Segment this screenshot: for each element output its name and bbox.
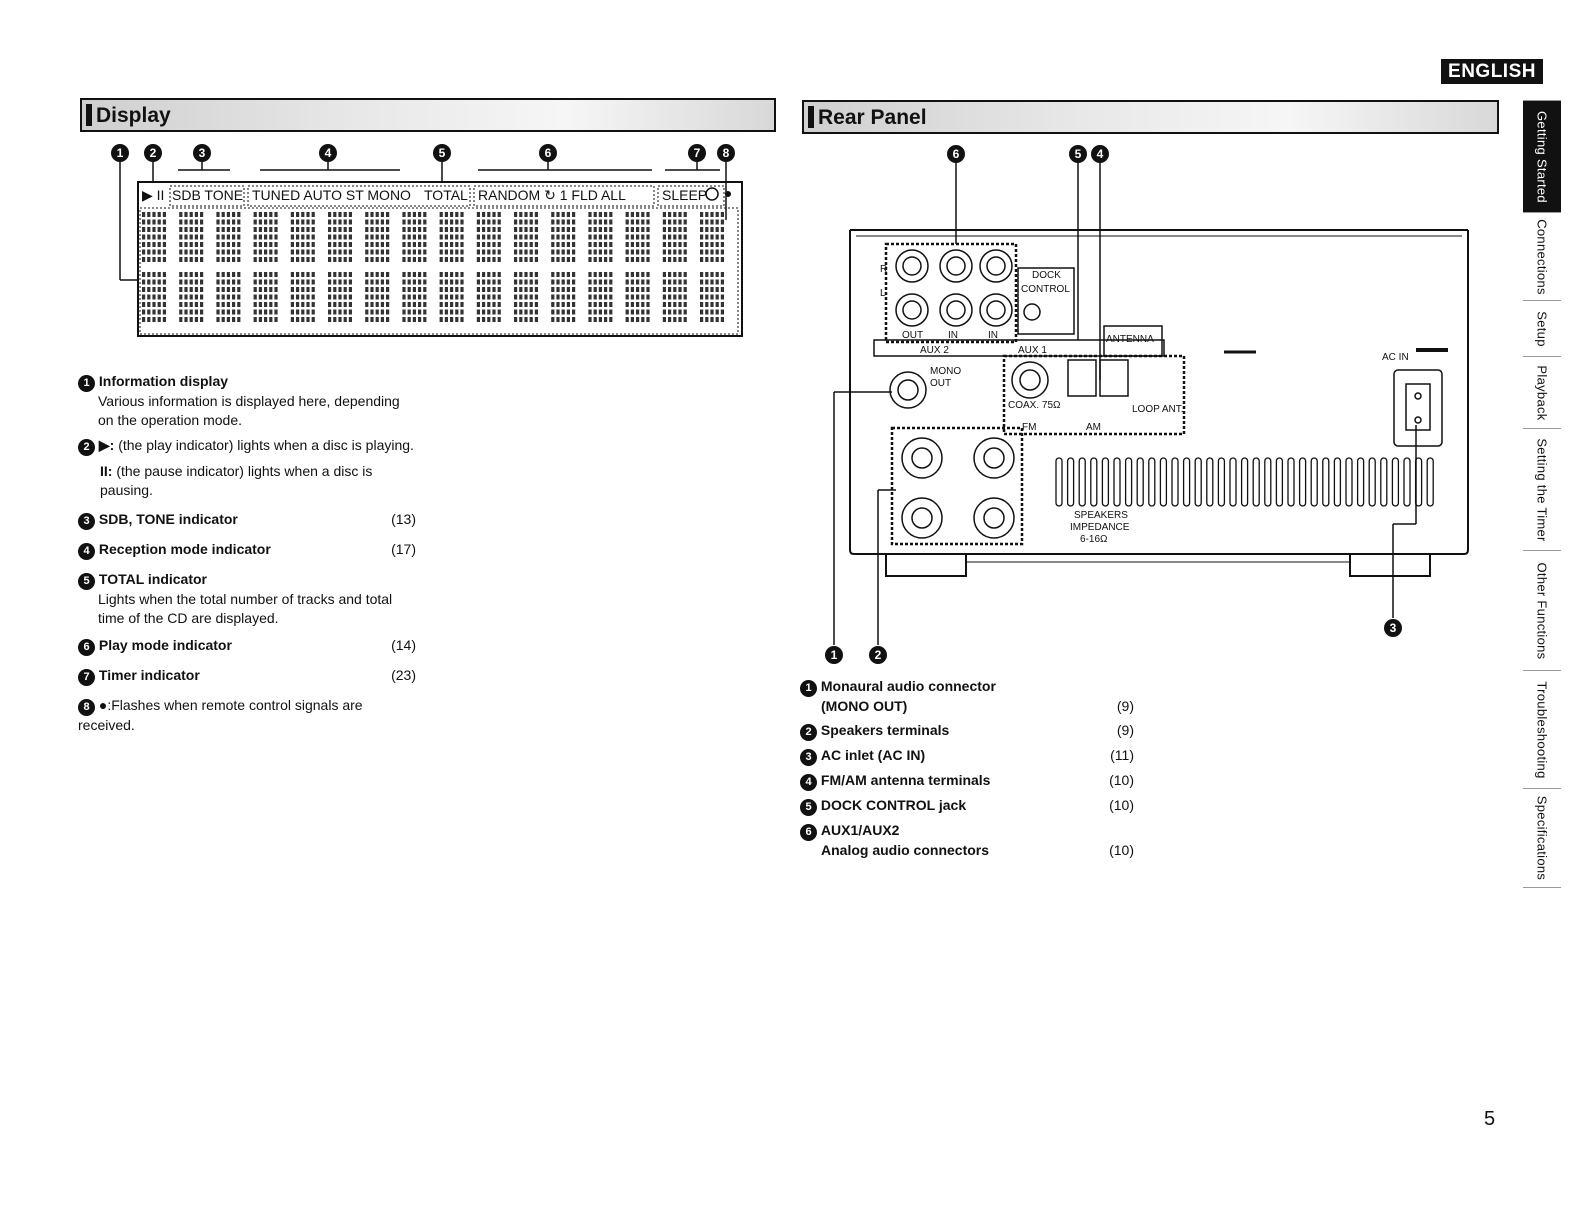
display-item-2: 2 ▶: (the play indicator) lights when a … [78, 436, 416, 456]
svg-text:ANTENNA: ANTENNA [1106, 334, 1154, 345]
display-section-title: Display [96, 104, 171, 127]
svg-text:R: R [880, 264, 887, 275]
svg-text:IMPEDANCE: IMPEDANCE [1070, 522, 1130, 533]
rear-panel-section-header: Rear Panel [802, 100, 1499, 134]
rear-item-1: 1 Monaural audio connector (MONO OUT)(9) [800, 677, 1134, 716]
svg-text:L: L [880, 288, 886, 299]
display-item-2b: II: (the pause indicator) lights when a … [100, 463, 373, 498]
svg-text:6: 6 [953, 147, 960, 161]
dot-matrix [142, 212, 724, 322]
rear-callout-2: 2 [869, 646, 887, 664]
svg-text:4: 4 [325, 146, 332, 160]
tab-playback[interactable]: Playback [1523, 356, 1561, 428]
vent-slots [1055, 457, 1434, 507]
rear-callout-1: 1 [825, 646, 843, 664]
clock-icon [705, 187, 719, 201]
svg-text:AM: AM [1086, 422, 1101, 433]
lcd-reception: TUNED AUTO ST MONO [252, 187, 411, 203]
tab-other-functions[interactable]: Other Functions [1523, 550, 1561, 670]
svg-text:AUX 1: AUX 1 [1018, 345, 1047, 356]
svg-text:COAX. 75Ω: COAX. 75Ω [1008, 400, 1061, 411]
display-item-4: 4 Reception mode indicator (17) [78, 540, 416, 560]
lcd-play-pause: ▶ II [142, 187, 164, 203]
display-descriptions: 1 Information display Various informatio… [78, 372, 416, 735]
rear-item-2: 2 Speakers terminals (9) [800, 721, 1134, 741]
svg-text:3: 3 [199, 146, 206, 160]
svg-text:4: 4 [1097, 147, 1104, 161]
svg-text:IN: IN [988, 330, 998, 341]
rear-item-4: 4 FM/AM antenna terminals (10) [800, 771, 1134, 791]
svg-text:SPEAKERS: SPEAKERS [1074, 510, 1128, 521]
svg-text:5: 5 [1075, 147, 1082, 161]
svg-text:MONO: MONO [930, 366, 961, 377]
svg-text:6-16Ω: 6-16Ω [1080, 534, 1108, 545]
page-number: 5 [1484, 1108, 1496, 1130]
callout-4: 4 [319, 144, 337, 162]
svg-text:OUT: OUT [930, 378, 951, 389]
callout-3: 3 [193, 144, 211, 162]
language-label: ENGLISH [1441, 59, 1543, 84]
tab-connections[interactable]: Connections [1523, 212, 1561, 300]
rear-callout-4: 4 [1091, 145, 1109, 163]
tab-troubleshooting[interactable]: Troubleshooting [1523, 670, 1561, 788]
svg-text:CONTROL: CONTROL [1021, 284, 1070, 295]
tab-getting-started[interactable]: Getting Started [1523, 100, 1561, 212]
lcd-play-mode: RANDOM ↻ 1 FLD ALL [478, 187, 626, 203]
svg-text:FM: FM [1022, 422, 1036, 433]
svg-text:3: 3 [1390, 621, 1397, 635]
svg-text:OUT: OUT [902, 330, 923, 341]
rear-panel-illustration: 6 5 4 1 2 3 [825, 145, 1469, 664]
callout-2: 2 [144, 144, 162, 162]
rear-callout-6: 6 [947, 145, 965, 163]
svg-text:AUX 2: AUX 2 [920, 345, 949, 356]
display-section-header: Display [80, 98, 776, 132]
callout-6: 6 [539, 144, 557, 162]
svg-text:2: 2 [150, 146, 157, 160]
display-item-7: 7 Timer indicator (23) [78, 666, 416, 686]
tab-specifications[interactable]: Specifications [1523, 788, 1561, 888]
rear-callout-3: 3 [1384, 619, 1402, 637]
lcd-total: TOTAL [424, 187, 468, 203]
callout-1: 1 [111, 144, 129, 162]
svg-text:DOCK: DOCK [1032, 270, 1061, 281]
lcd-display-illustration: 1 2 3 4 5 6 7 8 ▶ II SDB TONE TUNED AUTO… [111, 144, 743, 337]
svg-text:8: 8 [723, 146, 730, 160]
rear-panel-section-title: Rear Panel [818, 106, 927, 129]
display-item-1: 1 Information display Various informatio… [78, 372, 416, 430]
display-item-8: 8 ●:Flashes when remote control signals … [78, 697, 363, 733]
tab-setup[interactable]: Setup [1523, 300, 1561, 356]
callout-5: 5 [433, 144, 451, 162]
svg-text:AC IN: AC IN [1382, 352, 1409, 363]
rear-panel-descriptions: 1 Monaural audio connector (MONO OUT)(9)… [800, 677, 1134, 860]
display-item-5: 5 TOTAL indicator Lights when the total … [78, 570, 416, 628]
rear-item-3: 3 AC inlet (AC IN) (11) [800, 746, 1134, 766]
lcd-sdb-tone: SDB TONE [172, 187, 243, 203]
tab-setting-the-timer[interactable]: Setting the Timer [1523, 428, 1561, 550]
callout-8: 8 [717, 144, 735, 162]
rear-item-5: 5 DOCK CONTROL jack (10) [800, 796, 1134, 816]
display-item-3: 3 SDB, TONE indicator (13) [78, 510, 416, 530]
svg-text:LOOP ANT.: LOOP ANT. [1132, 404, 1184, 415]
rear-item-6: 6 AUX1/AUX2 Analog audio connectors(10) [800, 821, 1134, 860]
svg-text:6: 6 [545, 146, 552, 160]
display-item-6: 6 Play mode indicator (14) [78, 636, 416, 656]
lcd-sleep: SLEEP [662, 187, 707, 203]
callout-7: 7 [688, 144, 706, 162]
remote-signal-icon [725, 191, 731, 197]
svg-text:IN: IN [948, 330, 958, 341]
rear-callout-5: 5 [1069, 145, 1087, 163]
svg-text:7: 7 [694, 146, 701, 160]
svg-text:1: 1 [117, 146, 124, 160]
svg-text:5: 5 [439, 146, 446, 160]
svg-text:1: 1 [831, 648, 838, 662]
svg-text:2: 2 [875, 648, 882, 662]
